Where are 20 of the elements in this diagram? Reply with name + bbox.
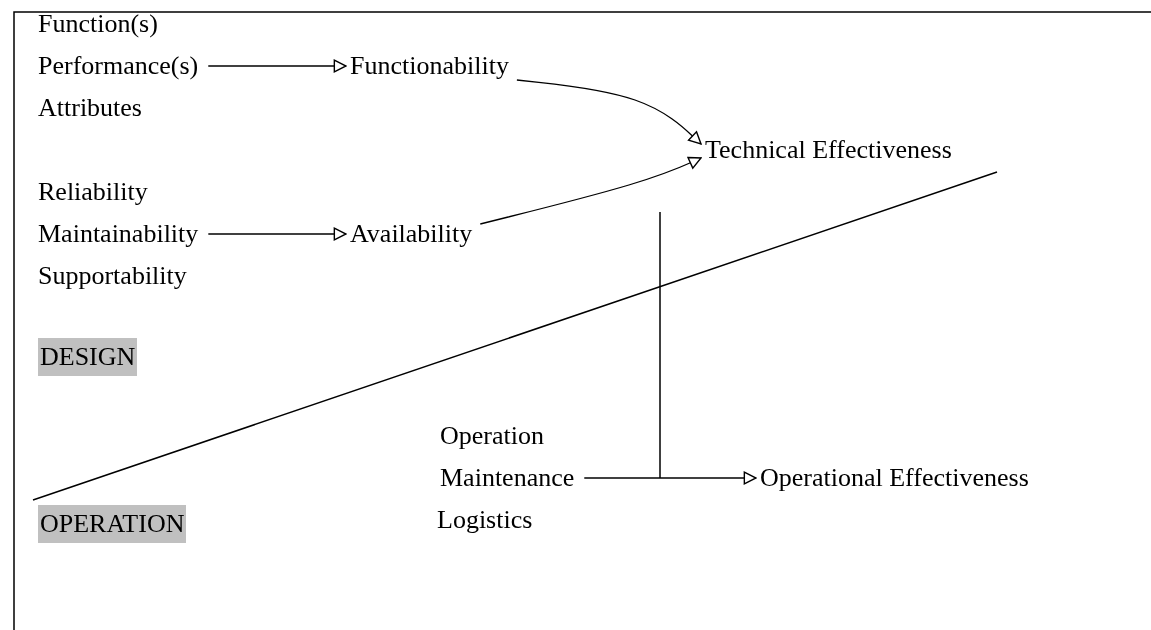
term-label: Operational Effectiveness	[760, 462, 1029, 494]
arrow	[516, 79, 702, 145]
term-label: Attributes	[38, 92, 142, 124]
term-label: Performance(s)	[38, 50, 199, 82]
arrow	[207, 227, 347, 241]
term-label: Technical Effectiveness	[705, 134, 952, 166]
term-label: Reliability	[38, 176, 148, 208]
arrow	[583, 471, 757, 485]
term-label: Supportability	[38, 260, 187, 292]
arrow	[479, 156, 702, 225]
term-label: Logistics	[437, 504, 533, 536]
term-label: Function(s)	[38, 8, 158, 40]
term-label: Maintenance	[440, 462, 575, 494]
arrow	[207, 59, 347, 73]
section-label: DESIGN	[38, 338, 138, 376]
term-label: Operation	[440, 420, 544, 452]
term-label: Availability	[350, 218, 473, 250]
section-label: OPERATION	[38, 505, 187, 543]
term-label: Maintainability	[38, 218, 199, 250]
term-label: Functionability	[350, 50, 509, 82]
